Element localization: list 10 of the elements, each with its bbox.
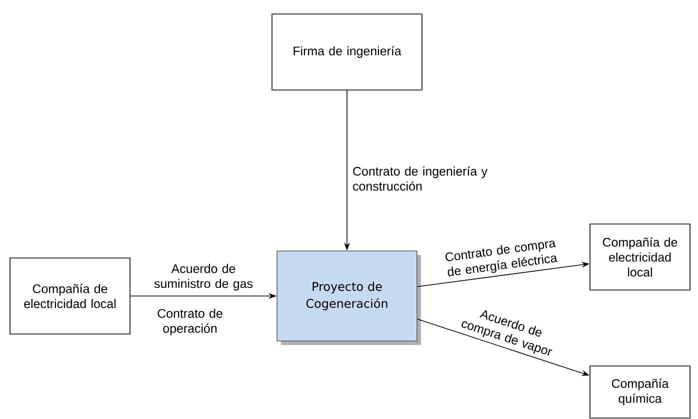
edge-label: Contrato de ingeniería y construcción: [353, 166, 488, 191]
company-box: Compañía de electricidad local: [590, 224, 690, 290]
company-box: Compañía de electricidad local: [10, 258, 130, 334]
company-box: Compañía química: [590, 366, 690, 418]
project-box: Proyecto de Cogeneración: [276, 250, 421, 345]
edge-label: Contrato de compra de energía eléctrica: [445, 240, 558, 276]
edge-label: Acuerdo de compra de vapor: [462, 310, 552, 356]
edge-label: Acuerdo de suministro de gas: [154, 264, 253, 290]
company-box: Firma de ingeniería: [272, 14, 422, 90]
contract-label: Contrato de operación: [158, 308, 222, 336]
